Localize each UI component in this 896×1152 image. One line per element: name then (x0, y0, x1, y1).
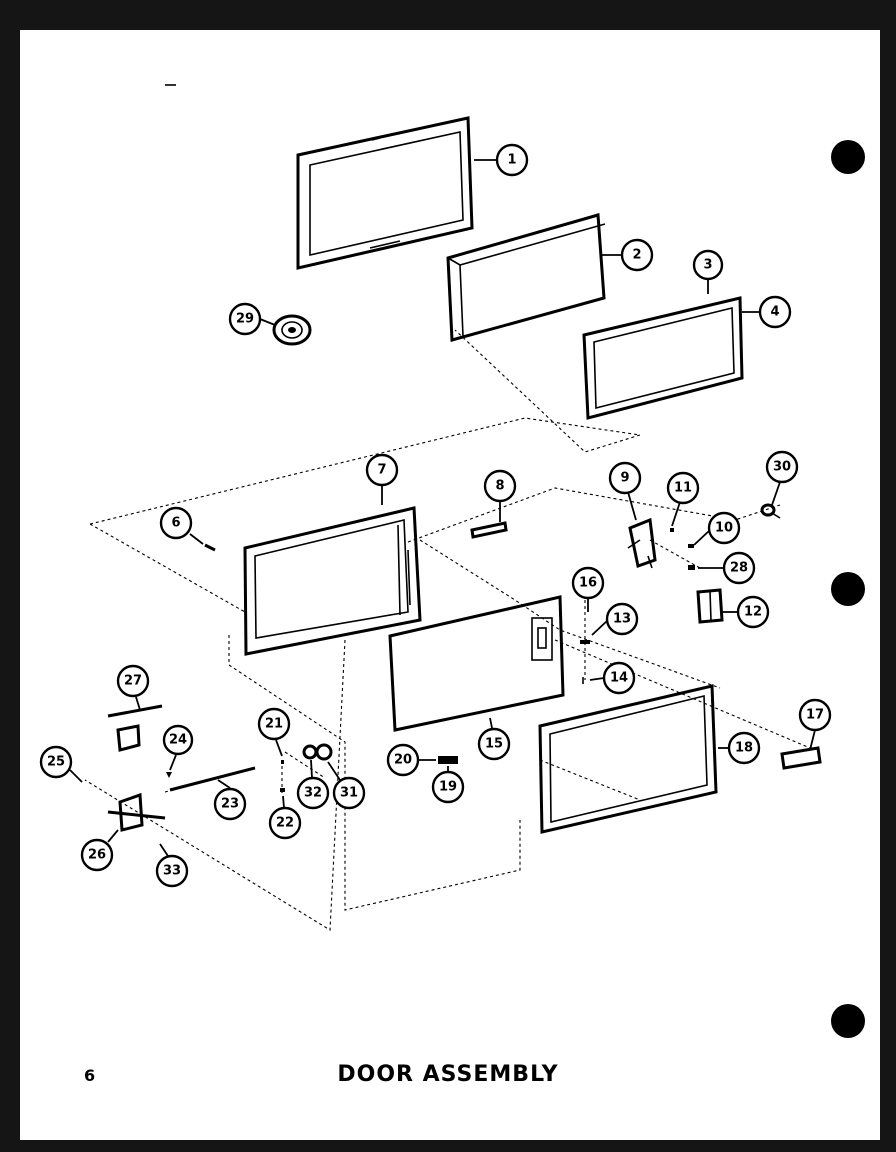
callout-33: 33 (155, 854, 189, 888)
callout-24: 24 (162, 724, 194, 756)
callout-16: 16 (571, 566, 605, 600)
callout-8-label: 8 (495, 479, 504, 494)
callout-27-label: 27 (124, 674, 142, 689)
callout-19: 19 (431, 770, 465, 804)
callout-23: 23 (213, 787, 247, 821)
callout-30: 30 (765, 450, 799, 484)
part-15-door-panel (388, 595, 590, 732)
small-hardware-set (670, 503, 781, 570)
callout-33-label: 33 (163, 864, 181, 879)
callout-6-label: 6 (171, 516, 180, 531)
part-3-4-glass-panel (582, 296, 744, 420)
binder-hole-top (831, 140, 865, 174)
callout-2-label: 2 (632, 248, 641, 263)
part-1-outer-frame (296, 116, 474, 270)
callout-15-label: 15 (485, 737, 503, 752)
binder-hole-middle (831, 572, 865, 606)
page-title: DOOR ASSEMBLY (337, 1062, 559, 1087)
part-27-bracket (107, 704, 163, 752)
part-2-liner-box (446, 213, 606, 342)
part-23-rod (169, 766, 256, 792)
callout-28-label: 28 (730, 561, 748, 576)
callout-11: 11 (666, 471, 700, 505)
callout-9-label: 9 (620, 471, 629, 486)
callout-32: 32 (296, 776, 330, 810)
callout-20: 20 (386, 743, 420, 777)
callout-16-label: 16 (579, 576, 597, 591)
callout-24-label: 24 (169, 733, 187, 748)
callout-23-label: 23 (221, 797, 239, 812)
callout-20-label: 20 (394, 753, 412, 768)
callout-10: 10 (707, 511, 741, 545)
callout-14: 14 (602, 661, 636, 695)
callout-27: 27 (116, 664, 150, 698)
callout-30-label: 30 (773, 460, 791, 475)
part-9-hinge (627, 517, 657, 569)
callout-8: 8 (483, 469, 517, 503)
callout-10-label: 10 (715, 521, 733, 536)
part-17-handle (780, 746, 822, 770)
callout-13: 13 (605, 602, 639, 636)
callout-19-label: 19 (439, 780, 457, 795)
part-19-spring (438, 756, 458, 764)
callout-21: 21 (257, 707, 291, 741)
part-29-knob (272, 314, 312, 346)
callout-22: 22 (268, 806, 302, 840)
callout-25: 25 (39, 745, 73, 779)
assembly-guide-lines (84, 329, 811, 931)
part-6-screw (204, 543, 216, 552)
callout-29-label: 29 (236, 312, 254, 327)
callout-3-label: 3 (703, 258, 712, 273)
paper-sheet (20, 30, 880, 1140)
part-26-bracket (107, 792, 166, 832)
callout-18-label: 18 (735, 741, 753, 756)
callout-32-label: 32 (304, 786, 322, 801)
callout-26: 26 (80, 838, 114, 872)
callout-22-label: 22 (276, 816, 294, 831)
binder-hole-bottom (831, 1004, 865, 1038)
callout-12-label: 12 (744, 605, 762, 620)
callout-15: 15 (477, 727, 511, 761)
callout-14-label: 14 (610, 671, 628, 686)
callout-7-label: 7 (377, 463, 386, 478)
part-7-inner-frame (243, 506, 422, 656)
callout-18: 18 (727, 731, 761, 765)
callout-31-label: 31 (340, 786, 358, 801)
callout-7: 7 (365, 453, 399, 487)
washers-and-nuts (166, 743, 333, 792)
page-number: 6 (84, 1066, 96, 1085)
callout-2: 2 (620, 238, 654, 272)
callout-17: 17 (798, 698, 832, 732)
part-8-latch-bar (470, 521, 508, 539)
callout-28-right: 28 (722, 551, 756, 585)
leader-lines (69, 159, 816, 857)
callout-25-label: 25 (47, 755, 65, 770)
callout-1-label: 1 (507, 153, 516, 168)
callout-9: 9 (608, 461, 642, 495)
callout-11-label: 11 (674, 481, 692, 496)
callout-6: 6 (159, 506, 193, 540)
part-18-gasket-frame (538, 684, 718, 834)
callout-12: 12 (736, 595, 770, 629)
callout-3: 3 (692, 249, 724, 281)
part-12-bracket (696, 588, 724, 624)
callout-4: 4 (758, 295, 792, 329)
callout-17-label: 17 (806, 708, 824, 723)
callout-26-label: 26 (88, 848, 106, 863)
callout-21-label: 21 (265, 717, 283, 732)
callout-29: 29 (228, 302, 262, 336)
callout-4-label: 4 (770, 305, 779, 320)
callout-13-label: 13 (613, 612, 631, 627)
callout-31: 31 (332, 776, 366, 810)
callout-1: 1 (495, 143, 529, 177)
